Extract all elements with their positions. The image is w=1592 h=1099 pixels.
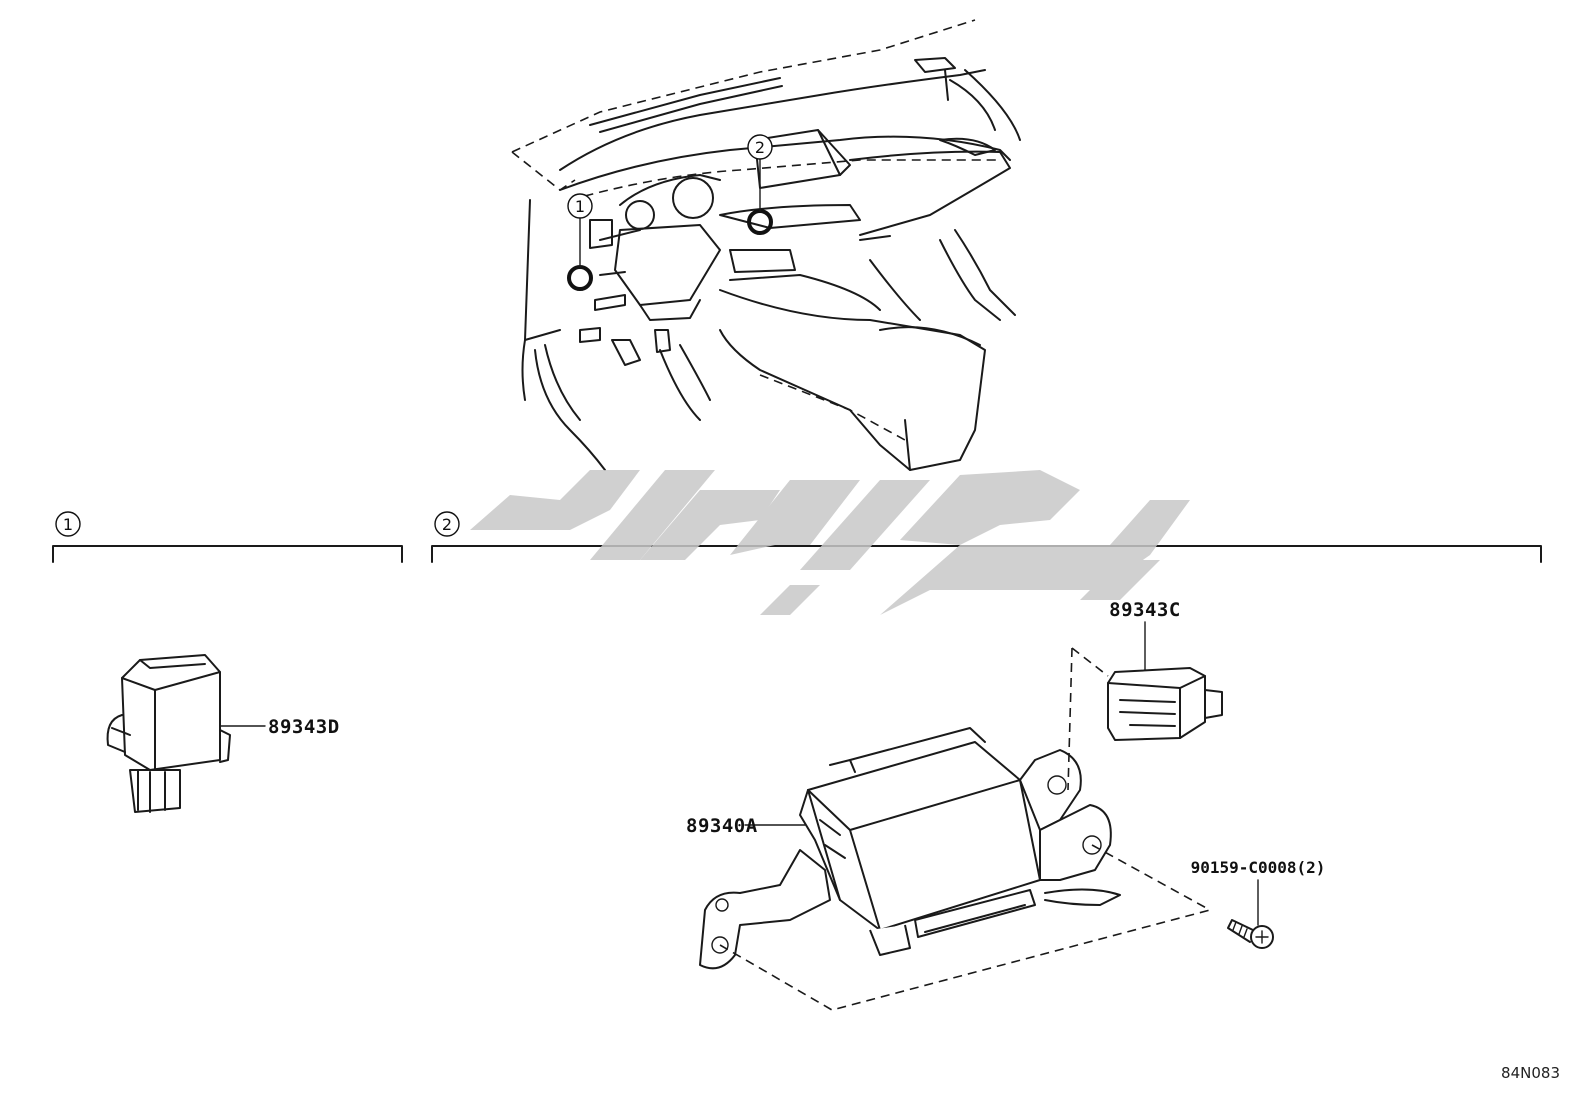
sensor-89343D-illustration [106, 654, 266, 813]
watermark-shape-7 [900, 470, 1080, 545]
section-1-header: 1 [52, 511, 403, 563]
overview-callout-1-number: 1 [575, 197, 585, 216]
bolt-90159-illustration [1227, 879, 1274, 949]
overview-callout-2-number: 2 [755, 138, 765, 157]
section-1-bracket [52, 545, 403, 563]
section-2-number: 2 [442, 515, 452, 534]
diagram-code: 84N083 [1501, 1064, 1560, 1082]
watermark-shape-5 [800, 480, 930, 570]
watermark-logo [470, 470, 1190, 615]
watermark-shape-2 [590, 470, 715, 560]
watermark-shape-1 [470, 470, 640, 530]
part-89340A-label: 89340A [686, 815, 758, 837]
controller-89340A-illustration [699, 727, 1121, 970]
watermark-shape-3 [640, 490, 780, 560]
part-89343C-label: 89343C [1109, 599, 1181, 621]
watermark-shape-6 [760, 585, 820, 615]
watermark-shape-8 [880, 500, 1190, 615]
assembly-guide-lines [719, 647, 1211, 1011]
overview-callout-2: 2 [747, 134, 773, 160]
dashboard-overview-illustration [511, 19, 1021, 471]
part-90159-label: 90159-C0008(2) [1191, 858, 1326, 877]
watermark-shape-9 [1080, 560, 1160, 600]
section-1-number: 1 [63, 515, 73, 534]
part-89343D-label: 89343D [268, 716, 340, 738]
connector-89343C-illustration [1107, 621, 1223, 741]
overview-callout-1: 1 [567, 193, 593, 219]
watermark-shape-4 [730, 480, 860, 555]
